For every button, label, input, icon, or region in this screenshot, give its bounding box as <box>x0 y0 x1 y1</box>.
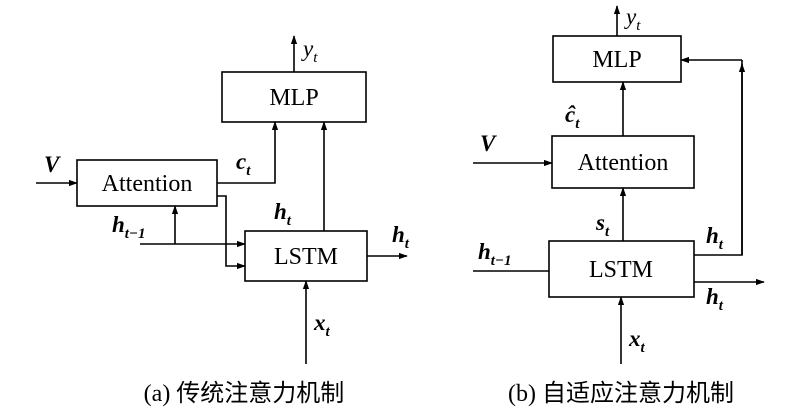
a-attention-label: Attention <box>102 171 193 197</box>
b-chat-label: ĉt <box>565 102 580 132</box>
b-lstm-label: LSTM <box>589 257 653 283</box>
diagram-b: MLP Attention LSTM yt ĉt V st ht−1 ht ht… <box>473 4 765 407</box>
b-mlp-label: MLP <box>592 47 641 73</box>
b-caption: (b) 自适应注意力机制 <box>508 380 734 407</box>
a-attention-block <box>76 159 218 207</box>
b-y-label: yt <box>624 4 641 34</box>
a-lstm-label: LSTM <box>274 244 338 270</box>
b-s-label: st <box>595 210 610 240</box>
a-caption: (a) 传统注意力机制 <box>144 380 345 407</box>
a-c-arrow <box>217 121 279 184</box>
a-y-label: yt <box>301 36 318 66</box>
b-x-label: xt <box>628 326 646 356</box>
a-mlp-label: MLP <box>269 85 318 111</box>
b-hprev-label: ht−1 <box>478 239 512 269</box>
a-x-label: xt <box>313 310 331 340</box>
b-v-label: V <box>480 131 497 156</box>
a-h-out-label: ht <box>392 222 410 252</box>
b-attention-block <box>551 135 695 189</box>
b-attention-label: Attention <box>578 150 669 176</box>
diagram-a: MLP Attention LSTM yt V ct ht ht−1 ht xt… <box>36 35 410 407</box>
a-hprev-label: ht−1 <box>112 212 146 242</box>
b-h-out-label: ht <box>706 284 724 314</box>
a-c-label: ct <box>236 149 251 179</box>
a-v-label: V <box>44 152 61 177</box>
a-h-mid-label: ht <box>274 199 292 229</box>
b-h-up-label: ht <box>706 223 724 253</box>
b-lstm-block <box>548 240 695 298</box>
a-attention-to-lstm-arrow <box>217 195 246 270</box>
a-mlp-block <box>221 71 367 123</box>
